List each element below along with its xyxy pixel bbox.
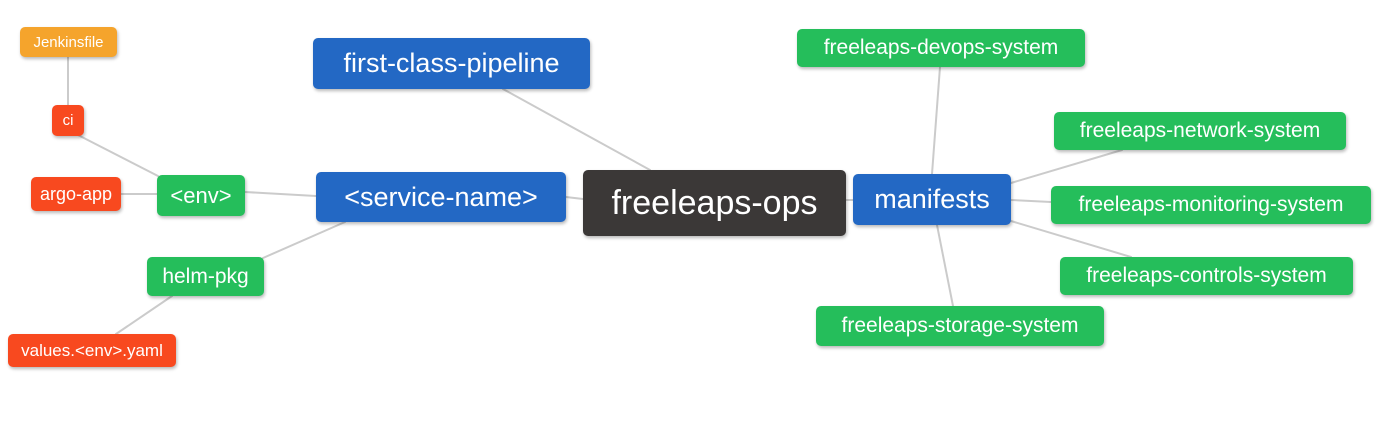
node-label: manifests [874, 184, 990, 214]
node-label: freeleaps-network-system [1079, 119, 1321, 142]
node-label: freeleaps-storage-system [841, 314, 1079, 337]
node-label: argo-app [39, 183, 113, 204]
edge-manifests-to-freeleaps-devops-system [931, 66, 941, 175]
edge-manifests-to-freeleaps-storage-system [936, 224, 954, 307]
node-jenkinsfile[interactable]: Jenkinsfile [20, 27, 117, 57]
node-freeleaps-network-system[interactable]: freeleaps-network-system [1054, 112, 1346, 150]
node-label: freeleaps-devops-system [823, 36, 1059, 59]
node-label: Jenkinsfile [33, 33, 104, 51]
node-freeleaps-controls-system[interactable]: freeleaps-controls-system [1060, 257, 1353, 295]
node-freeleaps-monitoring-system[interactable]: freeleaps-monitoring-system [1051, 186, 1371, 224]
node-label: values.<env>.yaml [21, 340, 163, 360]
node-label: first-class-pipeline [343, 48, 560, 78]
node-label: <env> [170, 182, 232, 208]
node-argo-app[interactable]: argo-app [31, 177, 121, 211]
node-label: helm-pkg [162, 264, 249, 288]
edge-values-env-yaml-to-helm-pkg [115, 295, 173, 335]
node-freeleaps-storage-system[interactable]: freeleaps-storage-system [816, 306, 1104, 346]
node-service-name[interactable]: <service-name> [316, 172, 566, 222]
edge-manifests-to-freeleaps-controls-system [1010, 220, 1132, 258]
node-label: freeleaps-controls-system [1086, 264, 1327, 287]
node-helm-pkg[interactable]: helm-pkg [147, 257, 264, 296]
edge-ci-to-env [77, 134, 159, 177]
node-first-class-pipeline[interactable]: first-class-pipeline [313, 38, 590, 89]
node-values-env-yaml[interactable]: values.<env>.yaml [8, 334, 176, 367]
node-label: freeleaps-ops [611, 183, 818, 222]
edge-helm-pkg-to-service-name [262, 221, 346, 259]
node-freeleaps-devops-system[interactable]: freeleaps-devops-system [797, 29, 1085, 67]
edge-env-to-service-name [244, 191, 317, 197]
node-label: ci [62, 112, 74, 129]
node-label: freeleaps-monitoring-system [1078, 193, 1344, 216]
node-manifests[interactable]: manifests [853, 174, 1011, 225]
node-freeleaps-ops[interactable]: freeleaps-ops [583, 170, 846, 236]
edge-service-name-to-freeleaps-ops [565, 196, 584, 200]
edge-manifests-to-freeleaps-network-system [1010, 149, 1123, 184]
node-label: <service-name> [344, 181, 538, 212]
edge-first-class-pipeline-to-freeleaps-ops [502, 88, 651, 171]
node-ci[interactable]: ci [52, 105, 84, 136]
edge-manifests-to-freeleaps-monitoring-system [1010, 199, 1052, 203]
node-env[interactable]: <env> [157, 175, 245, 216]
